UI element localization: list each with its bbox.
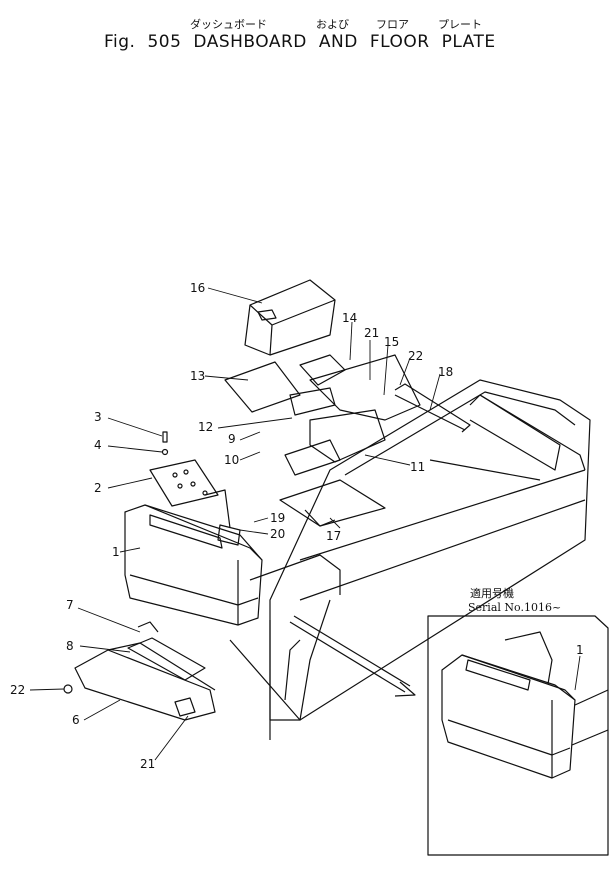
console-cover [244,279,336,356]
inset-frame [427,615,609,856]
jp-word-floor: フロア [376,18,409,31]
fig-number: 505 [147,32,182,52]
inset-caption: 適用号機 Serial No.1016~ [468,586,561,614]
callout-18: 18 [438,365,453,379]
callout-3: 3 [94,410,102,424]
callout-13: 13 [190,369,205,383]
callout-2: 2 [94,481,102,495]
callout-labels: 16 14 21 15 22 18 13 12 3 9 10 4 11 2 19… [10,281,584,771]
bolt-and-washer [161,431,169,456]
instrument-panel [149,459,219,507]
callout-20: 20 [270,527,285,541]
leader-lines [29,287,581,761]
inset-caption-serial: Serial No.1016~ [468,601,561,614]
jp-word-and: および [316,18,349,31]
callout-1-inset: 1 [576,643,584,657]
fig-label: Fig. [104,32,136,52]
callout-10: 10 [224,453,239,467]
inset-arrow [289,615,416,697]
callout-17: 17 [326,529,341,543]
callout-22-lower: 22 [10,683,25,697]
callout-21-lower: 21 [140,757,155,771]
callout-16: 16 [190,281,205,295]
callout-8: 8 [66,639,74,653]
callout-12: 12 [198,420,213,434]
callout-11: 11 [410,460,425,474]
jp-word-plate: プレート [438,18,482,31]
callout-6: 6 [72,713,80,727]
callout-9: 9 [228,432,236,446]
callout-7: 7 [66,598,74,612]
title-word-and: AND [318,32,358,52]
title-word-floor: FLOOR [369,32,430,52]
lower-panels [63,621,216,721]
inset-dashboard [441,631,609,779]
chassis-frame [229,379,591,740]
callout-15: 15 [384,335,399,349]
callout-21: 21 [364,326,379,340]
callout-14: 14 [342,311,357,325]
floor-plates [224,354,471,527]
callout-1: 1 [112,545,120,559]
inset-caption-jp: 適用号機 [470,586,514,600]
callout-22: 22 [408,349,423,363]
jp-word-dashboard: ダッシュボード [190,18,267,31]
title-word-plate: PLATE [441,32,496,52]
figure-title: Fig. 505 DASHBOARD AND FLOOR PLATE [104,32,508,52]
title-word-dashboard: DASHBOARD [193,32,307,52]
callout-19: 19 [270,511,285,525]
callout-4: 4 [94,438,102,452]
dashboard-housing [124,489,263,626]
